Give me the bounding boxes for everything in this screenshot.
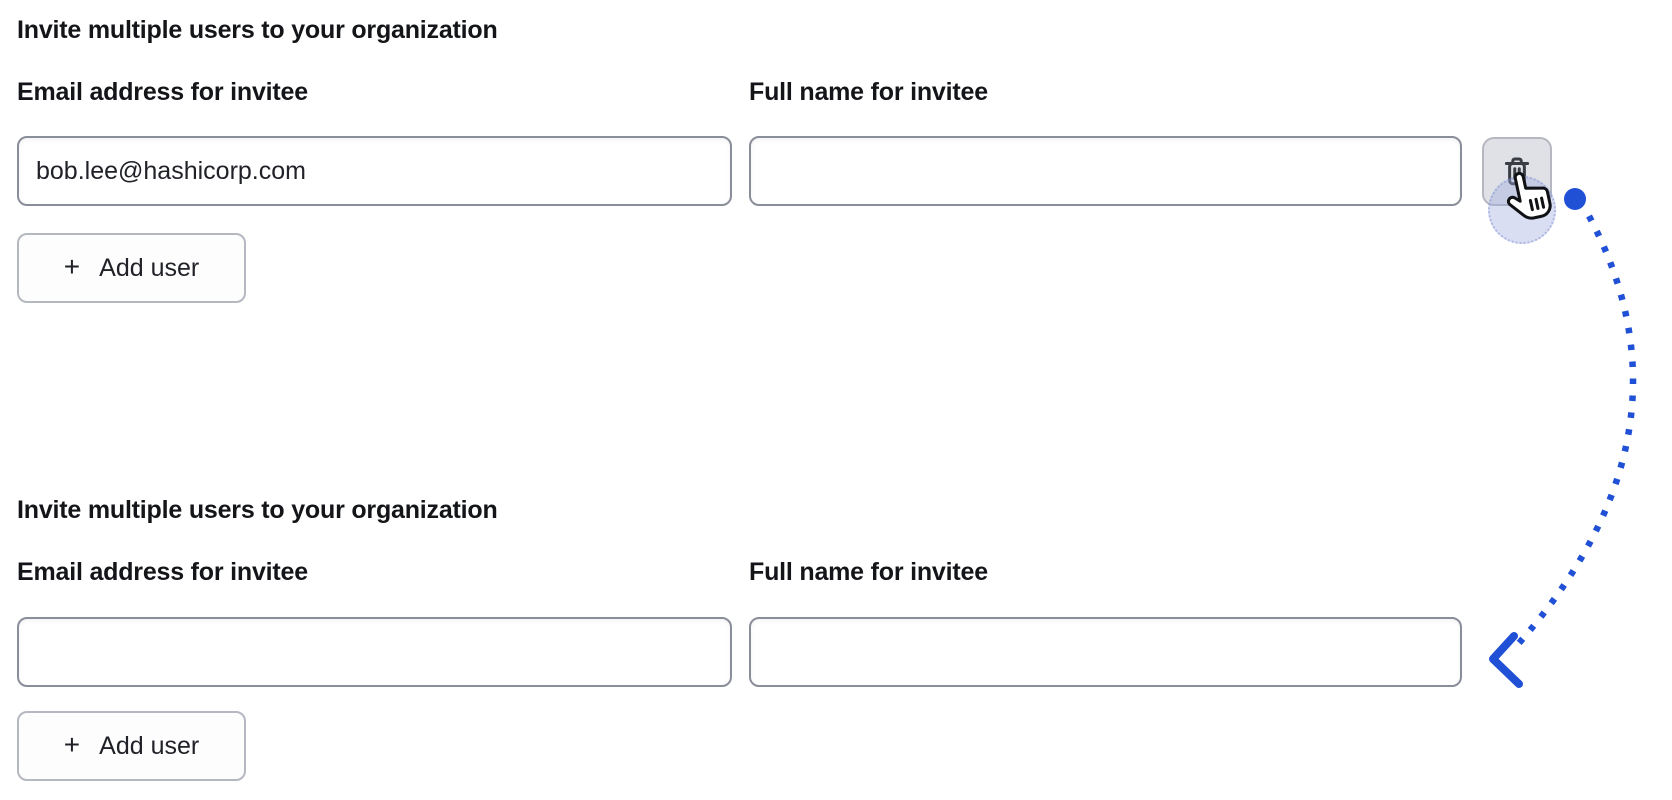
arrow-head-icon (1489, 632, 1523, 688)
delete-row-button[interactable] (1482, 137, 1552, 206)
full-name-label: Full name for invitee (749, 558, 988, 586)
dotted-arrow-curve (1509, 214, 1637, 654)
add-user-button[interactable]: + Add user (17, 711, 246, 781)
email-input[interactable] (17, 617, 732, 687)
add-user-button[interactable]: + Add user (17, 233, 246, 303)
arrow-start-dot (1564, 188, 1586, 210)
trash-icon (1502, 155, 1532, 188)
full-name-label: Full name for invitee (749, 78, 988, 106)
email-label: Email address for invitee (17, 78, 308, 106)
form-heading: Invite multiple users to your organizati… (17, 496, 498, 524)
plus-icon: + (63, 729, 81, 760)
email-label: Email address for invitee (17, 558, 308, 586)
full-name-input[interactable] (749, 617, 1462, 687)
form-heading: Invite multiple users to your organizati… (17, 16, 498, 44)
email-input[interactable] (17, 136, 732, 206)
add-user-label: Add user (99, 731, 200, 760)
add-user-label: Add user (99, 253, 200, 282)
full-name-input[interactable] (749, 136, 1462, 206)
plus-icon: + (63, 251, 81, 282)
